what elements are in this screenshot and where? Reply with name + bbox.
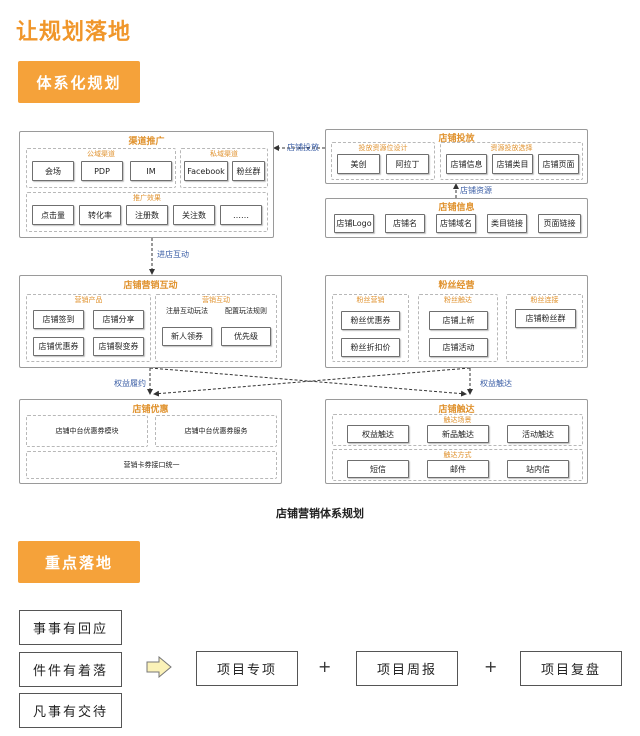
shop-info-domain: 店铺域名 bbox=[436, 214, 476, 233]
arrow-label-benefit-fulfill: 权益履约 bbox=[114, 379, 146, 388]
marketing-item-fission-coupon: 店铺裂变券 bbox=[93, 337, 144, 356]
shop-entry-panel-title: 店铺投放 bbox=[438, 134, 475, 144]
shop-reach-panel: 店铺触达 触达场景 权益触达 新品触达 活动触达 触达方式 短信 邮件 站内信 bbox=[325, 399, 588, 484]
shop-info-panel: 店铺信息 店铺Logo 店铺名 店铺域名 类目链接 页面链接 bbox=[325, 198, 588, 238]
channel-public-group: 公域渠道 会场 PDP IM bbox=[26, 148, 176, 188]
fans-item-coupon: 粉丝优惠券 bbox=[341, 311, 400, 330]
reach-method-sms: 短信 bbox=[347, 460, 409, 478]
reach-method-group-title: 触达方式 bbox=[443, 451, 472, 459]
section-tag-landing: 重点落地 bbox=[18, 541, 140, 583]
plus-sign-1: + bbox=[318, 657, 332, 676]
shop-entry-item-page: 店铺页面 bbox=[538, 154, 579, 174]
reach-scene-new-product: 新品触达 bbox=[427, 425, 489, 443]
fans-marketing-group: 粉丝营销 粉丝优惠券 粉丝折扣价 bbox=[332, 294, 409, 362]
diagram-caption: 店铺营销体系规划 bbox=[276, 507, 364, 520]
arrow-label-benefit-reach: 权益触达 bbox=[480, 379, 512, 388]
channel-metric-registers: 注册数 bbox=[126, 205, 168, 225]
channel-metric-follows: 关注数 bbox=[173, 205, 215, 225]
fans-reach-group: 粉丝触达 店铺上新 店铺活动 bbox=[418, 294, 498, 362]
reach-method-group: 触达方式 短信 邮件 站内信 bbox=[332, 449, 583, 481]
marketing-item-share: 店铺分享 bbox=[93, 310, 144, 329]
arrow-label-shop-resource: 店铺资源 bbox=[460, 186, 492, 195]
shop-entry-item-meichuang: 美创 bbox=[337, 154, 380, 174]
fans-connect-group-title: 粉丝连接 bbox=[530, 296, 559, 304]
interaction-rule-config: 配置玩法规则 bbox=[225, 307, 267, 315]
channel-metric-conversion: 转化率 bbox=[79, 205, 121, 225]
channel-effect-group: 推广效果 点击量 转化率 注册数 关注数 …… bbox=[26, 192, 268, 232]
marketing-product-group-title: 营销产品 bbox=[74, 296, 103, 304]
shop-entry-slot-group: 投放资源位设计 美创 阿拉丁 bbox=[331, 142, 435, 180]
reach-scene-group: 触达场景 权益触达 新品触达 活动触达 bbox=[332, 414, 583, 446]
shop-entry-item-category: 店铺类目 bbox=[492, 154, 533, 174]
channel-private-group-title: 私域渠道 bbox=[210, 150, 238, 158]
shop-coupon-panel-title: 店铺优惠 bbox=[132, 405, 169, 415]
shop-entry-item-aladdin: 阿拉丁 bbox=[386, 154, 429, 174]
page-title: 让规划落地 bbox=[16, 20, 132, 45]
channel-metric-more: …… bbox=[220, 205, 262, 225]
fans-panel: 粉丝经营 粉丝营销 粉丝优惠券 粉丝折扣价 粉丝触达 店铺上新 店铺活动 粉丝连… bbox=[325, 275, 588, 368]
channel-item-im: IM bbox=[130, 161, 172, 181]
fans-item-fan-group: 店铺粉丝群 bbox=[515, 309, 576, 328]
shop-entry-resource-group: 资源投放选择 店铺信息 店铺类目 店铺页面 bbox=[440, 142, 583, 180]
marketing-product-group: 营销产品 店铺签到 店铺分享 店铺优惠券 店铺裂变券 bbox=[26, 294, 151, 362]
arrow-label-enter-shop: 进店互动 bbox=[157, 250, 189, 259]
shop-interaction-panel-title: 店铺营销互动 bbox=[123, 281, 178, 291]
shop-info-page-link: 页面链接 bbox=[538, 214, 581, 233]
shop-coupon-panel: 店铺优惠 店铺中台优惠券模块 店铺中台优惠券服务 营销卡券接口统一 bbox=[19, 399, 282, 484]
section-tag-planning: 体系化规划 bbox=[18, 61, 140, 103]
principle-account: 凡事有交待 bbox=[19, 693, 122, 728]
reach-scene-activity: 活动触达 bbox=[507, 425, 569, 443]
channel-effect-group-title: 推广效果 bbox=[133, 194, 161, 202]
shop-info-logo: 店铺Logo bbox=[334, 214, 374, 233]
marketing-interaction-group-title: 营销互动 bbox=[202, 296, 230, 304]
practice-project-special: 项目专项 bbox=[196, 651, 298, 686]
plus-sign-2: + bbox=[484, 657, 498, 676]
coupon-module: 店铺中台优惠券模块 bbox=[26, 415, 148, 447]
channel-item-facebook: Facebook bbox=[184, 161, 228, 181]
marketing-item-coupon: 店铺优惠券 bbox=[33, 337, 84, 356]
fans-item-new-arrival: 店铺上新 bbox=[429, 311, 488, 330]
fans-item-activity: 店铺活动 bbox=[429, 338, 488, 357]
shop-info-name: 店铺名 bbox=[385, 214, 425, 233]
principle-respond: 事事有回应 bbox=[19, 610, 122, 645]
marketing-item-checkin: 店铺签到 bbox=[33, 310, 84, 329]
practice-review: 项目复盘 bbox=[520, 651, 622, 686]
fans-item-discount: 粉丝折扣价 bbox=[341, 338, 400, 357]
shop-entry-item-info: 店铺信息 bbox=[446, 154, 487, 174]
marketing-interaction-group: 营销互动 注册互动玩法 配置玩法规则 新人领券 优先级 bbox=[155, 294, 277, 362]
interaction-register-play: 注册互动玩法 bbox=[166, 307, 208, 315]
shop-info-panel-title: 店铺信息 bbox=[438, 203, 475, 213]
channel-item-fan-group: 粉丝群 bbox=[232, 161, 265, 181]
channel-item-venue: 会场 bbox=[32, 161, 74, 181]
shop-entry-panel: 店铺投放 投放资源位设计 美创 阿拉丁 资源投放选择 店铺信息 店铺类目 店铺页… bbox=[325, 129, 588, 184]
diagram-connectors bbox=[147, 145, 473, 397]
reach-method-inbox: 站内信 bbox=[507, 460, 569, 478]
channel-panel: 渠道推广 公域渠道 会场 PDP IM 私域渠道 Facebook 粉丝群 推广… bbox=[19, 131, 274, 238]
shop-entry-resource-group-title: 资源投放选择 bbox=[490, 144, 533, 152]
practice-weekly-report: 项目周报 bbox=[356, 651, 458, 686]
channel-public-group-title: 公域渠道 bbox=[87, 150, 115, 158]
shop-info-category-link: 类目链接 bbox=[487, 214, 527, 233]
interaction-priority: 优先级 bbox=[221, 327, 271, 346]
fans-marketing-group-title: 粉丝营销 bbox=[356, 296, 385, 304]
coupon-unified-interface: 营销卡券接口统一 bbox=[26, 451, 277, 479]
channel-item-pdp: PDP bbox=[81, 161, 123, 181]
arrow-label-shop-entry: 店铺投放 bbox=[287, 143, 319, 152]
reach-scene-group-title: 触达场景 bbox=[443, 416, 472, 424]
channel-panel-title: 渠道推广 bbox=[128, 137, 165, 147]
reach-method-email: 邮件 bbox=[427, 460, 489, 478]
shop-interaction-panel: 店铺营销互动 营销产品 店铺签到 店铺分享 店铺优惠券 店铺裂变券 营销互动 注… bbox=[19, 275, 282, 368]
right-arrow-icon bbox=[146, 656, 172, 678]
fans-panel-title: 粉丝经营 bbox=[438, 281, 475, 291]
channel-metric-clicks: 点击量 bbox=[32, 205, 74, 225]
fans-connect-group: 粉丝连接 店铺粉丝群 bbox=[506, 294, 583, 362]
coupon-service: 店铺中台优惠券服务 bbox=[155, 415, 277, 447]
fans-reach-group-title: 粉丝触达 bbox=[444, 296, 472, 304]
channel-private-group: 私域渠道 Facebook 粉丝群 bbox=[180, 148, 268, 188]
shop-reach-panel-title: 店铺触达 bbox=[438, 405, 475, 415]
interaction-newbie-coupon: 新人领券 bbox=[162, 327, 212, 346]
reach-scene-benefit: 权益触达 bbox=[347, 425, 409, 443]
shop-entry-slot-group-title: 投放资源位设计 bbox=[358, 144, 408, 152]
principle-follow-up: 件件有着落 bbox=[19, 652, 122, 687]
